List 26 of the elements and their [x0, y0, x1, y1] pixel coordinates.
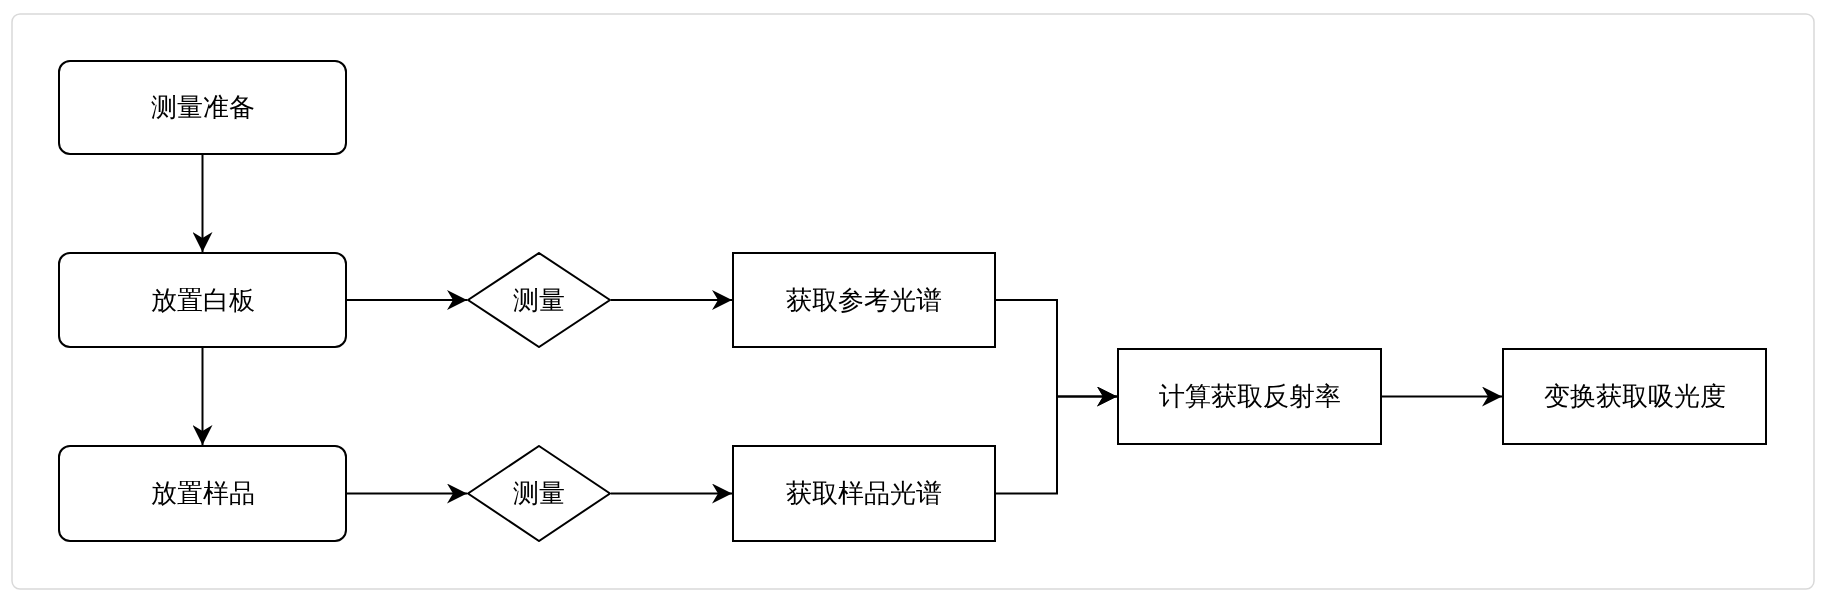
node-label: 获取参考光谱 [786, 283, 942, 317]
decision-diamond [467, 252, 611, 348]
arrow [1381, 386, 1503, 407]
process-box [58, 445, 347, 542]
node-label: 放置样品 [150, 477, 255, 510]
node-label: 变换获取吸光度 [1543, 380, 1726, 413]
process-box [1502, 348, 1767, 445]
arrow [610, 290, 733, 310]
arrow [192, 347, 213, 446]
arrow [192, 154, 213, 253]
process-box [732, 252, 996, 348]
node-label: 测量准备 [150, 91, 255, 124]
node-label: 计算获取反射率 [1158, 380, 1341, 413]
node-label: 放置白板 [150, 283, 255, 317]
node-label: 测量 [513, 477, 565, 510]
decision-diamond [467, 445, 611, 542]
arrow [995, 386, 1118, 495]
arrow [346, 290, 468, 310]
arrow [346, 483, 468, 504]
arrow [610, 483, 733, 504]
process-box [58, 252, 347, 348]
node-label: 测量 [513, 283, 565, 317]
process-box [1117, 348, 1382, 445]
node-label: 获取样品光谱 [786, 477, 942, 510]
process-box [732, 445, 996, 542]
process-box [58, 60, 347, 155]
